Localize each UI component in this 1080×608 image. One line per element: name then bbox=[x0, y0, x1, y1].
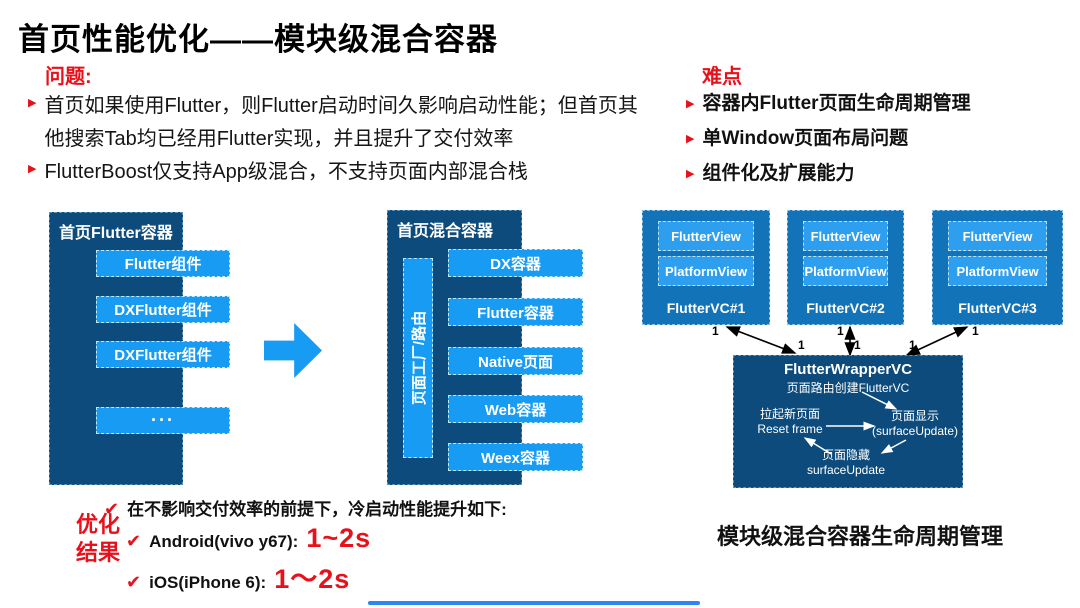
check-icon: ✔ bbox=[126, 572, 142, 592]
component-chip: DXFlutter组件 bbox=[96, 341, 230, 368]
lifecycle-caption: 模块级混合容器生命周期管理 bbox=[716, 524, 1003, 549]
right-arrow-icon bbox=[264, 323, 322, 378]
surface-update-line: surfaceUpdate bbox=[806, 463, 886, 477]
flutter-wrapper-vc-box: FlutterWrapperVC 页面路由创建FlutterVC 拉起新页面 R… bbox=[733, 355, 963, 488]
difficulties-heading: 难点 bbox=[702, 66, 742, 88]
flutter-view-chip: FlutterView bbox=[948, 221, 1047, 251]
check-icon: ✔ bbox=[126, 531, 142, 551]
page-show-line: 页面显示 bbox=[890, 409, 939, 423]
vc-label: FlutterVC#3 bbox=[958, 300, 1037, 316]
platform-view-chip: PlatformView bbox=[803, 256, 888, 286]
hybrid-container-title: 首页混合容器 bbox=[397, 223, 494, 240]
multiplicity-label: 1 bbox=[798, 338, 805, 352]
difficulty-bullet-text: 单Window页面布局问题 bbox=[702, 128, 909, 149]
component-chip: Flutter组件 bbox=[96, 250, 230, 277]
results-heading: 优化 结果 bbox=[70, 511, 126, 567]
bottom-divider-line bbox=[368, 601, 700, 605]
vc-label: FlutterVC#2 bbox=[806, 300, 885, 316]
flutter-vc-card-1: FlutterView PlatformView FlutterVC#1 bbox=[642, 210, 770, 325]
pull-new-line: 拉起新页面 bbox=[759, 407, 820, 421]
result-android-value: 1~2s bbox=[306, 523, 372, 553]
difficulty-bullet-2: ▶ 单Window页面布局问题 bbox=[686, 127, 908, 151]
component-chip-ellipsis: ··· bbox=[96, 407, 230, 434]
flutter-vc-card-2: FlutterView PlatformView FlutterVC#2 bbox=[787, 210, 904, 325]
difficulty-bullet-3: ▶ 组件化及扩展能力 bbox=[686, 162, 854, 186]
wrapper-title: FlutterWrapperVC bbox=[783, 361, 913, 378]
bullet-icon: ▶ bbox=[28, 163, 37, 175]
problem-bullet-text: 首页如果使用Flutter，则Flutter启动时间久影响启动性能；但首页其他搜… bbox=[44, 95, 638, 150]
multiplicity-label: 1 bbox=[712, 324, 719, 338]
result-ios-label: iOS(iPhone 6): bbox=[149, 573, 267, 592]
page-show-label: 页面显示 (surfaceUpdate) bbox=[871, 409, 959, 439]
reset-frame-line: Reset frame bbox=[757, 422, 823, 436]
problem-bullet-text: FlutterBoost仅支持App级混合，不支持页面内部混合栈 bbox=[44, 161, 528, 183]
platform-view-chip: PlatformView bbox=[948, 256, 1047, 286]
results-heading-line2: 结果 bbox=[75, 540, 120, 565]
container-chip: DX容器 bbox=[448, 249, 583, 277]
bullet-icon: ▶ bbox=[28, 97, 37, 109]
flutter-container-title: 首页Flutter容器 bbox=[59, 225, 173, 242]
platform-view-chip: PlatformView bbox=[658, 256, 754, 286]
vc-label: FlutterVC#1 bbox=[666, 300, 746, 316]
multiplicity-label: 1 bbox=[837, 324, 844, 338]
pull-new-page-label: 拉起新页面 Reset frame bbox=[746, 407, 834, 437]
problem-heading: 问题: bbox=[45, 66, 92, 88]
difficulty-bullet-text: 容器内Flutter页面生命周期管理 bbox=[702, 93, 971, 114]
page-factory-router-chip: 页面工厂/路由 bbox=[403, 258, 433, 458]
check-icon: ✔ bbox=[104, 499, 120, 519]
result-android-label: Android(vivo y67): bbox=[149, 532, 299, 551]
page-hide-line: 页面隐藏 bbox=[821, 448, 870, 462]
result-android-row: ✔ Android(vivo y67): 1~2s bbox=[126, 523, 371, 554]
flutter-vc-card-3: FlutterView PlatformView FlutterVC#3 bbox=[932, 210, 1063, 325]
container-chip: Weex容器 bbox=[448, 443, 583, 471]
result-ios-row: ✔ iOS(iPhone 6): 1～2s bbox=[126, 557, 350, 596]
multiplicity-label: 1 bbox=[972, 324, 979, 338]
component-chip: DXFlutter组件 bbox=[96, 296, 230, 323]
bullet-icon: ▶ bbox=[686, 98, 695, 110]
route-create-label: 页面路由创建FlutterVC bbox=[786, 381, 910, 395]
container-chip: Web容器 bbox=[448, 395, 583, 423]
result-intro-text: 在不影响交付效率的前提下，冷启动性能提升如下: bbox=[127, 500, 507, 519]
bullet-icon: ▶ bbox=[686, 168, 695, 180]
result-intro-row: ✔ 在不影响交付效率的前提下，冷启动性能提升如下: bbox=[104, 495, 507, 520]
problem-bullet-1: ▶ 首页如果使用Flutter，则Flutter启动时间久影响启动性能；但首页其… bbox=[28, 90, 650, 156]
surface-update-paren-line: (surfaceUpdate) bbox=[871, 424, 959, 438]
flutter-view-chip: FlutterView bbox=[658, 221, 754, 251]
result-ios-value: 1～2s bbox=[274, 564, 351, 594]
container-chip: Native页面 bbox=[448, 347, 583, 375]
difficulty-bullet-1: ▶ 容器内Flutter页面生命周期管理 bbox=[686, 92, 971, 116]
page-hide-label: 页面隐藏 surfaceUpdate bbox=[786, 448, 906, 478]
page-title: 首页性能优化——模块级混合容器 bbox=[18, 22, 498, 57]
multiplicity-label: 1 bbox=[909, 338, 916, 352]
flutter-view-chip: FlutterView bbox=[803, 221, 888, 251]
container-chip: Flutter容器 bbox=[448, 298, 583, 326]
difficulty-bullet-text: 组件化及扩展能力 bbox=[702, 163, 855, 184]
results-heading-line1: 优化 bbox=[75, 512, 120, 537]
bullet-icon: ▶ bbox=[686, 133, 695, 145]
multiplicity-label: 1 bbox=[854, 338, 861, 352]
problem-bullet-2: ▶ FlutterBoost仅支持App级混合，不支持页面内部混合栈 bbox=[28, 156, 650, 189]
